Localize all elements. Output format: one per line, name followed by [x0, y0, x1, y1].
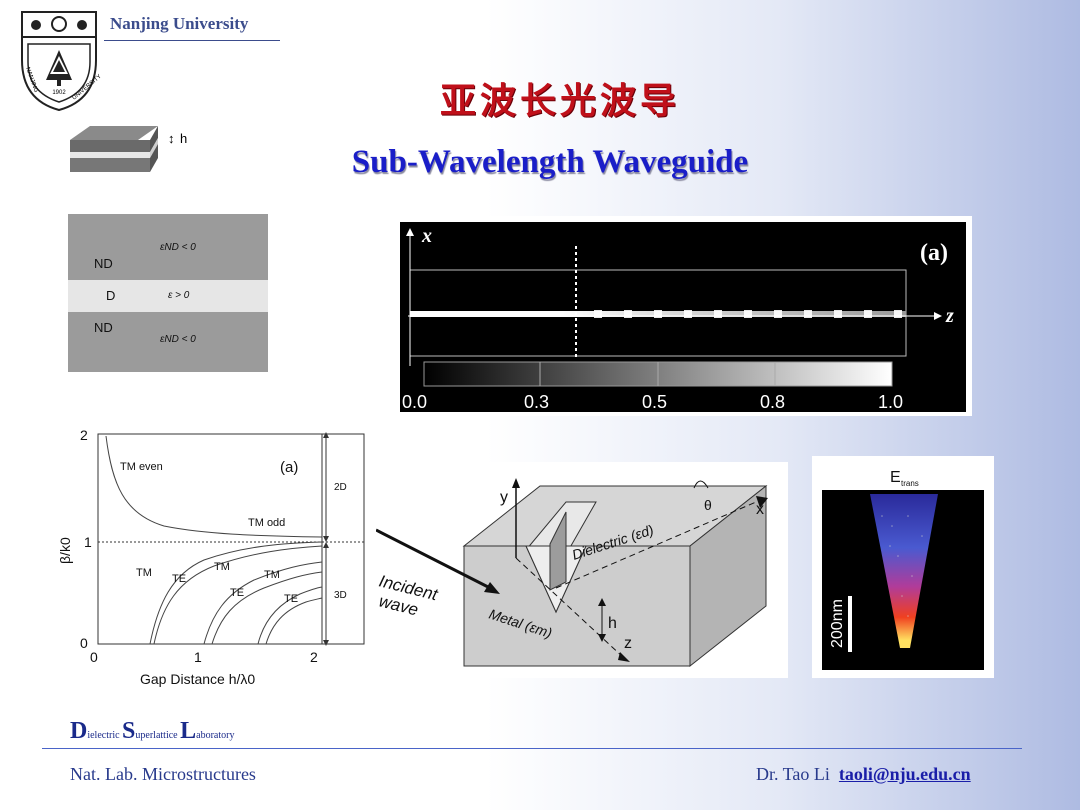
slide-title-chinese: 亚波长光波导: [439, 81, 680, 122]
field-distribution-plot: x z (a) 0.0 0.3 0.5 0.8 1.0: [394, 216, 972, 416]
groove-axis-x: x: [756, 501, 764, 518]
theta-label: θ: [704, 497, 712, 513]
curve-label: TE: [230, 587, 244, 599]
university-name: Nanjing University: [110, 14, 249, 33]
footer-lab: Nat. Lab. Microstructures: [70, 764, 256, 784]
curve-label: TE: [284, 593, 298, 605]
y-tick: 0: [80, 635, 88, 651]
footer-divider: [42, 748, 1022, 749]
layer-bottom: [68, 312, 268, 372]
field-axis-x: x: [421, 225, 432, 247]
dispersion-xlabel: Gap Distance h/λ0: [140, 671, 255, 687]
colorbar-tick: 0.5: [642, 392, 667, 412]
scale-bar-label: 200nm: [829, 599, 846, 648]
curve-label: TM odd: [248, 517, 285, 529]
y-tick: 2: [80, 427, 88, 443]
slide-title-english: Sub-Wavelength Waveguide: [351, 144, 749, 180]
trans-title: E: [890, 469, 901, 486]
groove-h-label: h: [608, 615, 617, 632]
lab-letter: L: [180, 718, 197, 744]
field-axis-z: z: [945, 305, 954, 327]
colorbar-tick: 0.0: [402, 392, 427, 412]
dispersion-plot: TM even TM odd TM TE TM TE TM TE (a) 2D …: [54, 424, 374, 694]
layer-middle: [68, 280, 268, 312]
colorbar-tick: 0.3: [524, 392, 549, 412]
layer-bot-eps: εND < 0: [160, 334, 196, 345]
colorbar-tick: 0.8: [760, 392, 785, 412]
x-tick: 1: [194, 649, 202, 665]
layer-mid-eps: ε > 0: [168, 290, 190, 301]
curve-label: TE: [172, 573, 186, 585]
layer-top-label: ND: [94, 256, 113, 271]
colorbar-tick: 1.0: [878, 392, 903, 412]
layer-bot-label: ND: [94, 320, 113, 335]
layer-mid-label: D: [106, 288, 116, 303]
field-panel-label: (a): [920, 240, 948, 266]
dispersion-ylabel: β/k0: [57, 537, 73, 564]
x-tick: 0: [90, 649, 98, 665]
dispersion-panel-label: (a): [280, 459, 298, 476]
lab-letter: D: [70, 718, 88, 744]
x-tick: 2: [310, 649, 318, 665]
footer-author: Dr. Tao Li: [756, 764, 830, 784]
slab-waveguide-icon: ↕ h: [70, 126, 187, 172]
y-tick: 1: [84, 534, 92, 550]
transmission-field-plot: 200nm E trans: [812, 456, 994, 678]
curve-label: TM: [136, 567, 152, 579]
lab-letter: S: [122, 718, 136, 744]
trans-title-sub: trans: [901, 479, 919, 488]
university-logo: 1902 NANJING UNIVERSITY: [21, 11, 102, 112]
lab-name: Dielectric Superlattice Laboratory: [70, 718, 234, 745]
curve-label: TM: [264, 569, 280, 581]
lab-word: aboratory: [196, 730, 235, 741]
layer-top: [68, 214, 268, 280]
region-label-3d: 3D: [334, 590, 347, 601]
groove-axis-y: y: [500, 489, 508, 506]
lab-word: uperlattice: [135, 730, 181, 741]
groove-axis-z: z: [624, 635, 632, 652]
lab-word: ielectric: [87, 730, 123, 741]
svg-text:↕: ↕: [168, 131, 175, 146]
region-label-2d: 2D: [334, 482, 347, 493]
footer-email-link[interactable]: taoli@nju.edu.cn: [838, 764, 971, 784]
layer-structure-panel: ND εND < 0 D ε > 0 ND εND < 0: [68, 214, 268, 372]
layer-top-eps: εND < 0: [160, 242, 196, 253]
footer-author-block: Dr. Tao Li taoli@nju.edu.cn: [756, 764, 971, 785]
slab-h-label: h: [180, 131, 187, 146]
groove-waveguide-diagram: Incident wave Dielectric (εd) Metal (εm)…: [376, 462, 788, 678]
header-underline: [104, 40, 280, 41]
curve-label: TM even: [120, 461, 163, 473]
svg-text:1902: 1902: [52, 90, 66, 96]
curve-label: TM: [214, 561, 230, 573]
